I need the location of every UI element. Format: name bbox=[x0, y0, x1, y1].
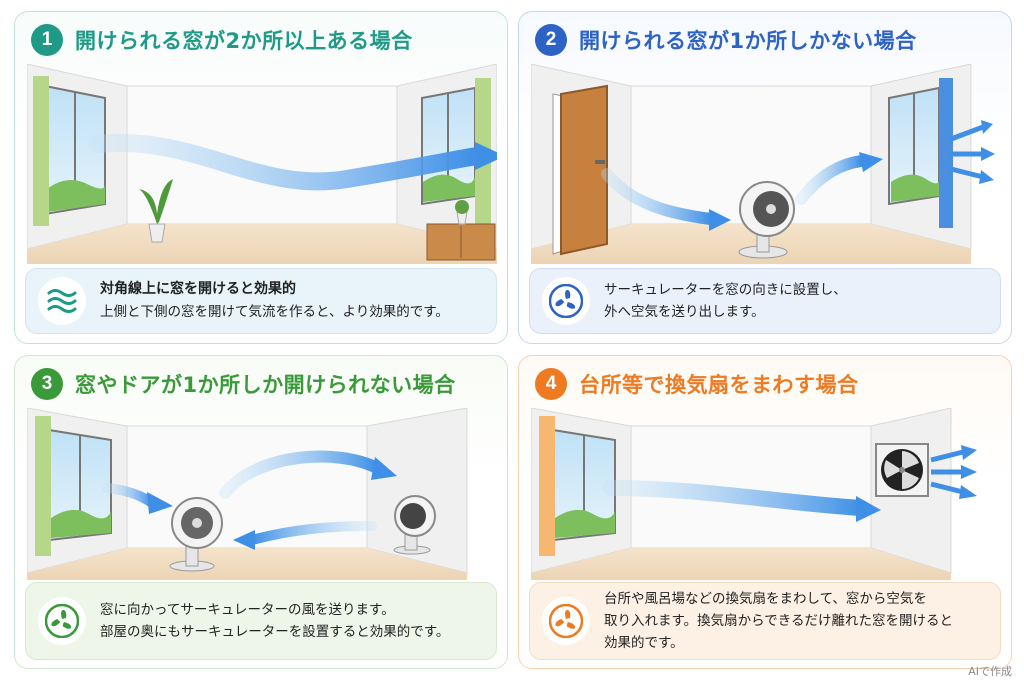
outflow-arrows bbox=[950, 120, 995, 184]
circulator-fan-back-icon bbox=[393, 495, 436, 555]
room-illustration bbox=[531, 64, 995, 264]
step-badge: 1 bbox=[31, 24, 63, 56]
card-two-windows: 1 開けられる窓が2か所以上ある場合 bbox=[14, 11, 508, 344]
fan-icon bbox=[38, 597, 86, 645]
info-box: サーキュレーターを窓の向きに設置し、 外へ空気を送り出します。 bbox=[529, 268, 1001, 334]
info-line-2: 部屋の奥にもサーキュレーターを設置すると効果的です。 bbox=[100, 624, 450, 640]
card-header: 2 開けられる窓が1か所しかない場合 bbox=[535, 24, 917, 56]
exhaust-fan-icon bbox=[875, 443, 929, 497]
info-text: 台所や風呂場などの換気扇をまわして、窓から空気を 取り入れます。換気扇からできる… bbox=[604, 588, 953, 655]
info-line-1: 窓に向かってサーキュレーターの風を送ります。 bbox=[100, 601, 395, 618]
card-header: 1 開けられる窓が2か所以上ある場合 bbox=[31, 24, 413, 56]
circulator-fan-front-icon bbox=[169, 497, 223, 572]
card-header: 4 台所等で換気扇をまわす場合 bbox=[535, 368, 859, 400]
card-title: 台所等で換気扇をまわす場合 bbox=[579, 373, 859, 397]
card-title: 窓やドアが1か所しか開けられない場合 bbox=[75, 373, 456, 397]
info-box: 台所や風呂場などの換気扇をまわして、窓から空気を 取り入れます。換気扇からできる… bbox=[529, 582, 1001, 660]
cabinet-icon bbox=[426, 200, 496, 261]
fan-icon bbox=[542, 597, 590, 645]
info-line-1: 対角線上に窓を開けると効果的 bbox=[100, 281, 296, 298]
step-badge: 4 bbox=[535, 368, 567, 400]
window bbox=[35, 416, 112, 556]
card-one-window: 2 開けられる窓が1か所しかない場合 bbox=[518, 11, 1012, 344]
fan-icon bbox=[542, 277, 590, 325]
info-line-2: 上側と下側の窓を開けて気流を作ると、より効果的です。 bbox=[100, 304, 449, 321]
room-illustration bbox=[27, 64, 497, 264]
info-box: 対角線上に窓を開けると効果的 上側と下側の窓を開けて気流を作ると、より効果的です… bbox=[25, 268, 497, 334]
circulator-fan-icon bbox=[738, 181, 795, 259]
info-line-2: 取り入れます。換気扇からできるだけ離れた窓を開けると bbox=[604, 612, 953, 629]
room-illustration bbox=[27, 408, 468, 580]
info-line-1: サーキュレーターを窓の向きに設置し、 bbox=[604, 281, 847, 298]
window bbox=[539, 416, 616, 556]
plant-icon bbox=[139, 179, 173, 243]
info-line-3: 効果的です。 bbox=[604, 635, 684, 652]
card-header: 3 窓やドアが1か所しか開けられない場合 bbox=[31, 368, 456, 400]
info-text: 窓に向かってサーキュレーターの風を送ります。 部屋の奥にもサーキュレーターを設置… bbox=[100, 599, 449, 644]
card-kitchen-fan: 4 台所等で換気扇をまわす場合 bbox=[518, 355, 1012, 669]
ai-generated-note: AIで作成 bbox=[968, 665, 1012, 678]
open-door bbox=[552, 84, 608, 256]
info-text: サーキュレーターを窓の向きに設置し、 外へ空気を送り出します。 bbox=[604, 279, 847, 324]
step-badge: 2 bbox=[535, 24, 567, 56]
card-single-opening: 3 窓やドアが1か所しか開けられない場合 bbox=[14, 355, 508, 669]
card-title: 開けられる窓が1か所しかない場合 bbox=[579, 29, 917, 53]
window bbox=[888, 78, 953, 228]
info-line-1: 台所や風呂場などの換気扇をまわして、窓から空気を bbox=[604, 590, 927, 607]
exhaust-arrows bbox=[930, 445, 977, 499]
card-title: 開けられる窓が2か所以上ある場合 bbox=[75, 29, 413, 53]
info-text: 対角線上に窓を開けると効果的 上側と下側の窓を開けて気流を作ると、より効果的です… bbox=[100, 278, 449, 323]
info-line-2: 外へ空気を送り出します。 bbox=[604, 304, 765, 320]
step-badge: 3 bbox=[31, 368, 63, 400]
room-illustration bbox=[531, 408, 977, 580]
wind-waves-icon bbox=[38, 277, 86, 325]
left-window bbox=[33, 76, 106, 226]
info-box: 窓に向かってサーキュレーターの風を送ります。 部屋の奥にもサーキュレーターを設置… bbox=[25, 582, 497, 660]
